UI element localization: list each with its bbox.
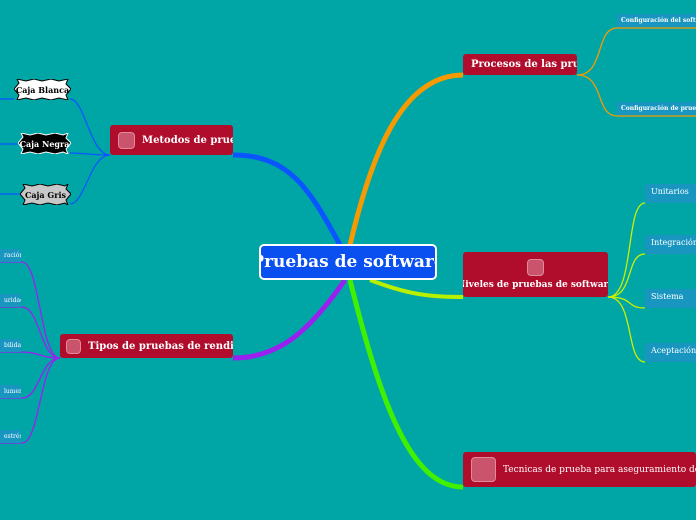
- image-icon: [66, 338, 81, 354]
- image-icon: [471, 457, 496, 482]
- central-topic[interactable]: Pruebas de software: [259, 244, 437, 280]
- topic-label: Tecnicas de prueba para aseguramiento de…: [503, 464, 696, 475]
- subtopic-caja-negra[interactable]: Caja Negra: [18, 133, 71, 154]
- subtopic-integracion[interactable]: Integración: [645, 235, 696, 254]
- topic-label: Tipos de pruebas de rendimiento: [88, 340, 233, 352]
- subtopic-aceptacion[interactable]: Aceptación: [645, 343, 696, 362]
- topic-tecnicas[interactable]: Tecnicas de prueba para aseguramiento de…: [463, 452, 696, 487]
- subtopic-sistema[interactable]: Sistema: [645, 289, 696, 308]
- subtopic-tipo-1[interactable]: ración: [0, 249, 21, 262]
- topic-metodos[interactable]: Metodos de pruebas: [110, 125, 233, 155]
- image-icon: [118, 131, 135, 149]
- topic-niveles[interactable]: Niveles de pruebas de software: [463, 252, 608, 297]
- subtopic-config-prueba[interactable]: Configuración de prueba: [617, 102, 696, 115]
- subtopic-tipo-2[interactable]: uridad: [0, 294, 21, 307]
- subtopic-config-software[interactable]: Configuración del softwa: [617, 14, 696, 27]
- topic-procesos[interactable]: Procesos de las pruebas: [463, 54, 577, 75]
- subtopic-tipo-4[interactable]: lumen: [0, 385, 21, 398]
- subtopic-caja-blanca[interactable]: Caja Blanca: [14, 79, 71, 100]
- subtopic-tipo-5[interactable]: estrés: [0, 430, 21, 443]
- topic-label: Metodos de pruebas: [142, 134, 233, 146]
- image-icon: [527, 259, 544, 276]
- topic-label: Procesos de las pruebas: [471, 59, 577, 70]
- topic-tipos[interactable]: Tipos de pruebas de rendimiento: [60, 334, 233, 358]
- topic-label: Niveles de pruebas de software: [463, 280, 608, 290]
- subtopic-unitarios[interactable]: Unitarios: [645, 184, 696, 203]
- subtopic-caja-gris[interactable]: Caja Gris: [20, 184, 71, 205]
- subtopic-tipo-3[interactable]: bilidad: [0, 339, 21, 352]
